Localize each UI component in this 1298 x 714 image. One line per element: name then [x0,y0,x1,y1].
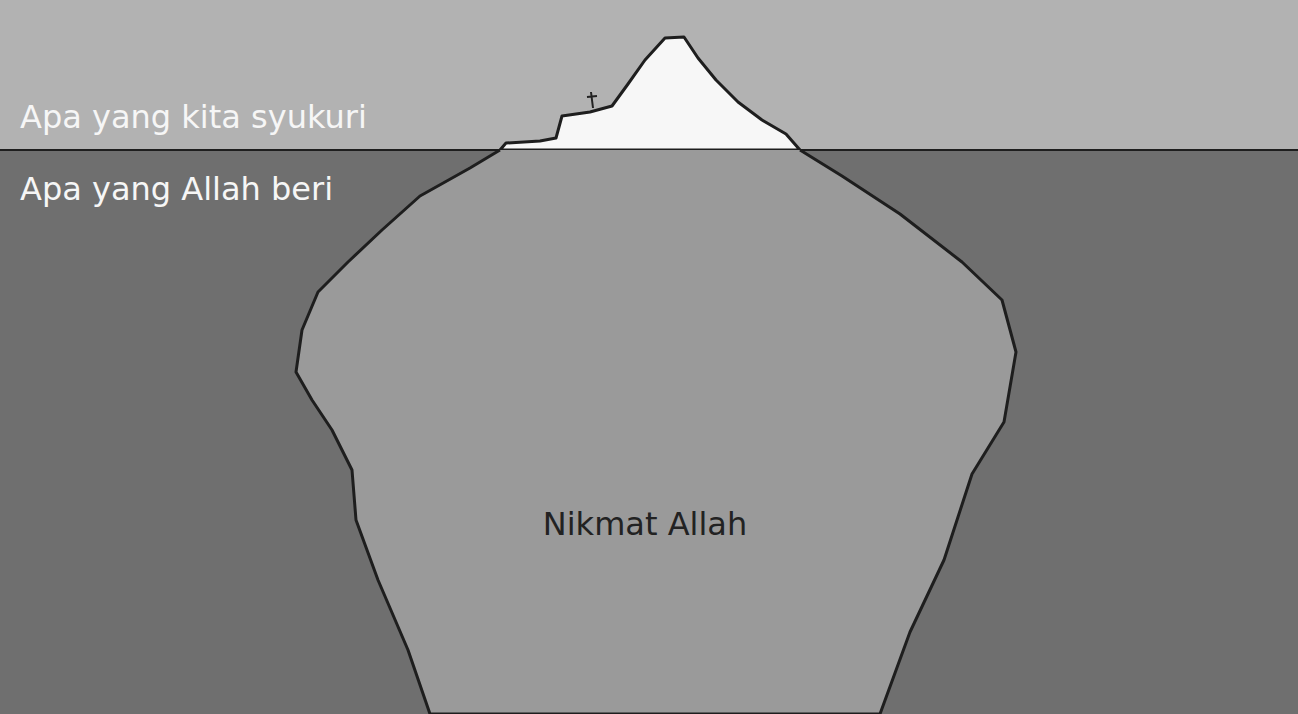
iceberg-shape [296,150,1016,714]
band-label: Apa yang kita syukuri [20,100,367,135]
water-band [0,150,1298,714]
iceberg-body: Nikmat Allah [290,140,1025,714]
band-label: Apa yang Allah beri [20,172,333,207]
iceberg-tip [500,37,800,150]
iceberg-outline [290,140,1025,714]
node-text: Nikmat Allah [543,507,747,542]
cross-figure [587,92,597,108]
sky-band [0,0,1298,150]
